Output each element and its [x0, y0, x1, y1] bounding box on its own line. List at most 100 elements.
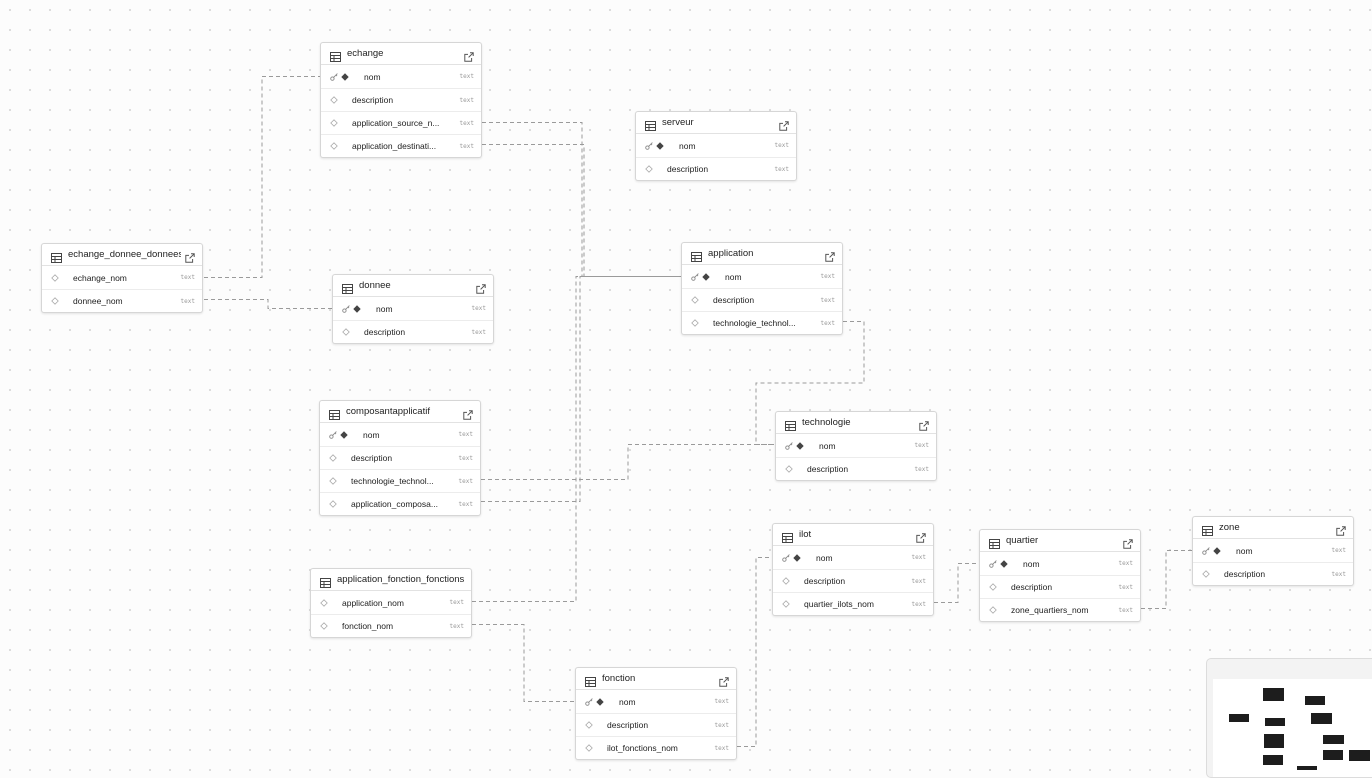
key-icon: [782, 553, 790, 562]
table-name: quartier: [1006, 535, 1039, 546]
column-type: text: [820, 296, 835, 304]
diamond-outline-icon: [785, 465, 793, 473]
column-type: text: [458, 454, 473, 462]
key-icon: [1202, 546, 1210, 555]
external-link-icon[interactable]: [779, 118, 789, 131]
minimap-node: [1323, 750, 1343, 760]
column-type: text: [914, 442, 929, 449]
column-row[interactable]: application_composa...text: [320, 492, 480, 515]
relationship-edge[interactable]: [472, 624, 575, 702]
minimap-viewport[interactable]: [1213, 679, 1372, 777]
column-type: text: [1118, 606, 1133, 614]
table-name: serveur: [662, 117, 694, 128]
external-link-icon[interactable]: [185, 250, 195, 263]
column-type: text: [459, 96, 474, 104]
column-row[interactable]: donnee_nom text: [42, 289, 202, 312]
column-name: fonction_nom: [342, 621, 394, 631]
external-link-icon[interactable]: [476, 281, 486, 294]
column-name: donnee_nom: [73, 296, 123, 306]
external-link-icon[interactable]: [464, 49, 474, 62]
relationship-edge[interactable]: [737, 557, 772, 747]
minimap-node: [1265, 718, 1285, 726]
column-name: quartier_ilots_nom: [804, 599, 874, 609]
diamond-filled-icon: [793, 553, 801, 562]
column-name: description: [364, 327, 406, 337]
relationship-edge[interactable]: [934, 563, 979, 603]
column-type: text: [911, 600, 926, 608]
column-row[interactable]: technologie_technol...text: [320, 469, 480, 492]
column-type: text: [911, 577, 926, 585]
external-link-icon[interactable]: [825, 249, 835, 262]
relationship-edge[interactable]: [204, 76, 320, 278]
relationship-edge[interactable]: [472, 276, 681, 602]
table-icon: [342, 281, 353, 294]
column-row[interactable]: application_source_n...text: [321, 111, 481, 134]
column-type: text: [180, 297, 195, 305]
external-link-icon[interactable]: [1336, 523, 1346, 536]
relationship-edge[interactable]: [481, 444, 775, 480]
relationship-edge[interactable]: [1141, 550, 1192, 609]
relationship-edge[interactable]: [204, 299, 332, 309]
external-link-icon[interactable]: [1123, 536, 1133, 549]
minimap[interactable]: [1206, 658, 1372, 778]
external-link-icon[interactable]: [719, 674, 729, 687]
key-icon: [691, 272, 699, 281]
external-link-icon[interactable]: [463, 407, 473, 420]
column-type: text: [914, 465, 929, 473]
column-type: text: [774, 142, 789, 149]
diamond-outline-icon: [585, 744, 593, 752]
table-name: application: [708, 248, 754, 259]
column-row[interactable]: technologie_technol...text: [682, 311, 842, 334]
diamond-outline-icon: [585, 721, 593, 729]
key-icon: [785, 441, 793, 450]
diamond-filled-icon: [702, 272, 710, 281]
external-link-icon[interactable]: [916, 530, 926, 543]
column-name: nom: [816, 552, 833, 563]
column-type: text: [1118, 560, 1133, 567]
minimap-node: [1263, 688, 1284, 701]
column-row[interactable]: application_destinati...text: [321, 134, 481, 157]
relationship-edge[interactable]: [481, 276, 681, 502]
column-row[interactable]: quartier_ilots_nom text: [773, 592, 933, 615]
diamond-outline-icon: [329, 477, 337, 485]
external-link-icon[interactable]: [919, 418, 929, 431]
table-application-fonction-fonctions[interactable]: application_fonction_fonctionsco applica…: [310, 568, 472, 638]
column-type: text: [820, 273, 835, 280]
